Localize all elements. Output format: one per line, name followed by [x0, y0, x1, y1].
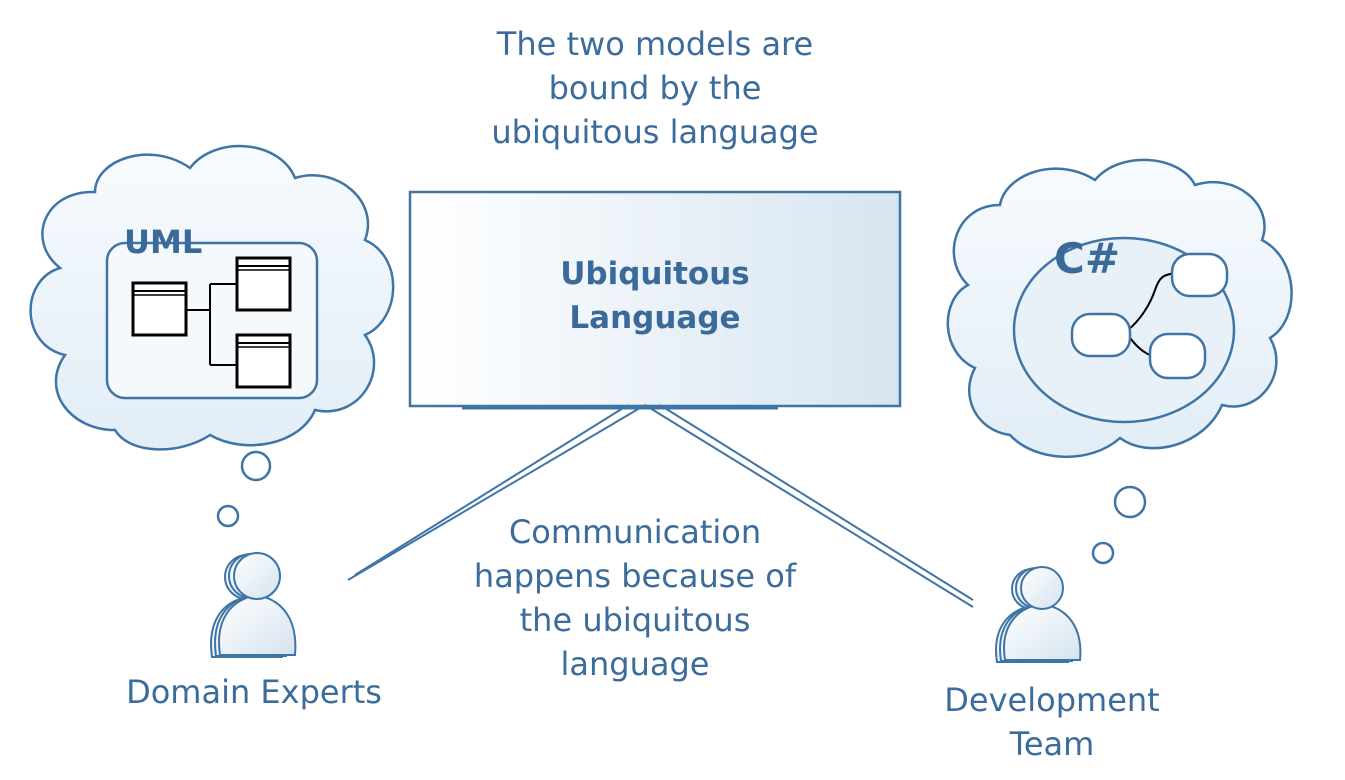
center-label-line-1: Ubiquitous — [560, 256, 750, 292]
top-note: The two models are bound by the ubiquito… — [455, 22, 855, 154]
top-note-line-3: ubiquitous language — [491, 113, 819, 151]
uml-class-box-top-right — [235, 256, 292, 312]
center-label-line-2: Language — [569, 300, 741, 336]
csharp-object-node-left — [1070, 312, 1132, 358]
center-box-label: Ubiquitous Language — [410, 252, 900, 340]
development-team-label-line-2: Team — [1009, 725, 1095, 763]
bottom-note-line-1: Communication — [508, 513, 762, 551]
domain-experts-person-icon — [210, 552, 297, 658]
top-note-line-2: bound by the — [548, 69, 762, 107]
bottom-note-line-4: language — [560, 645, 710, 683]
csharp-object-graph — [1012, 236, 1236, 424]
bottom-note-line-3: the ubiquitous — [519, 601, 751, 639]
uml-class-box-left — [131, 281, 188, 337]
uml-connectors — [186, 283, 237, 366]
top-note-line-1: The two models are — [496, 25, 814, 63]
development-team-person-icon — [995, 566, 1082, 663]
development-team-label-line-1: Development — [944, 681, 1160, 719]
domain-experts-label: Domain Experts — [126, 673, 382, 711]
csharp-title: C# — [1054, 234, 1121, 283]
csharp-object-node-top — [1170, 252, 1229, 298]
bottom-note: Communication happens because of the ubi… — [440, 510, 830, 686]
communication-lines — [347, 404, 974, 608]
uml-diagram-panel — [105, 241, 319, 400]
bottom-note-line-2: happens because of — [473, 557, 797, 595]
ubiquitous-language-box — [408, 190, 902, 410]
csharp-object-node-bottom — [1148, 332, 1207, 380]
uml-title: UML — [124, 223, 203, 261]
development-team-label: Development Team — [912, 678, 1192, 766]
uml-class-box-bottom-right — [235, 333, 292, 389]
